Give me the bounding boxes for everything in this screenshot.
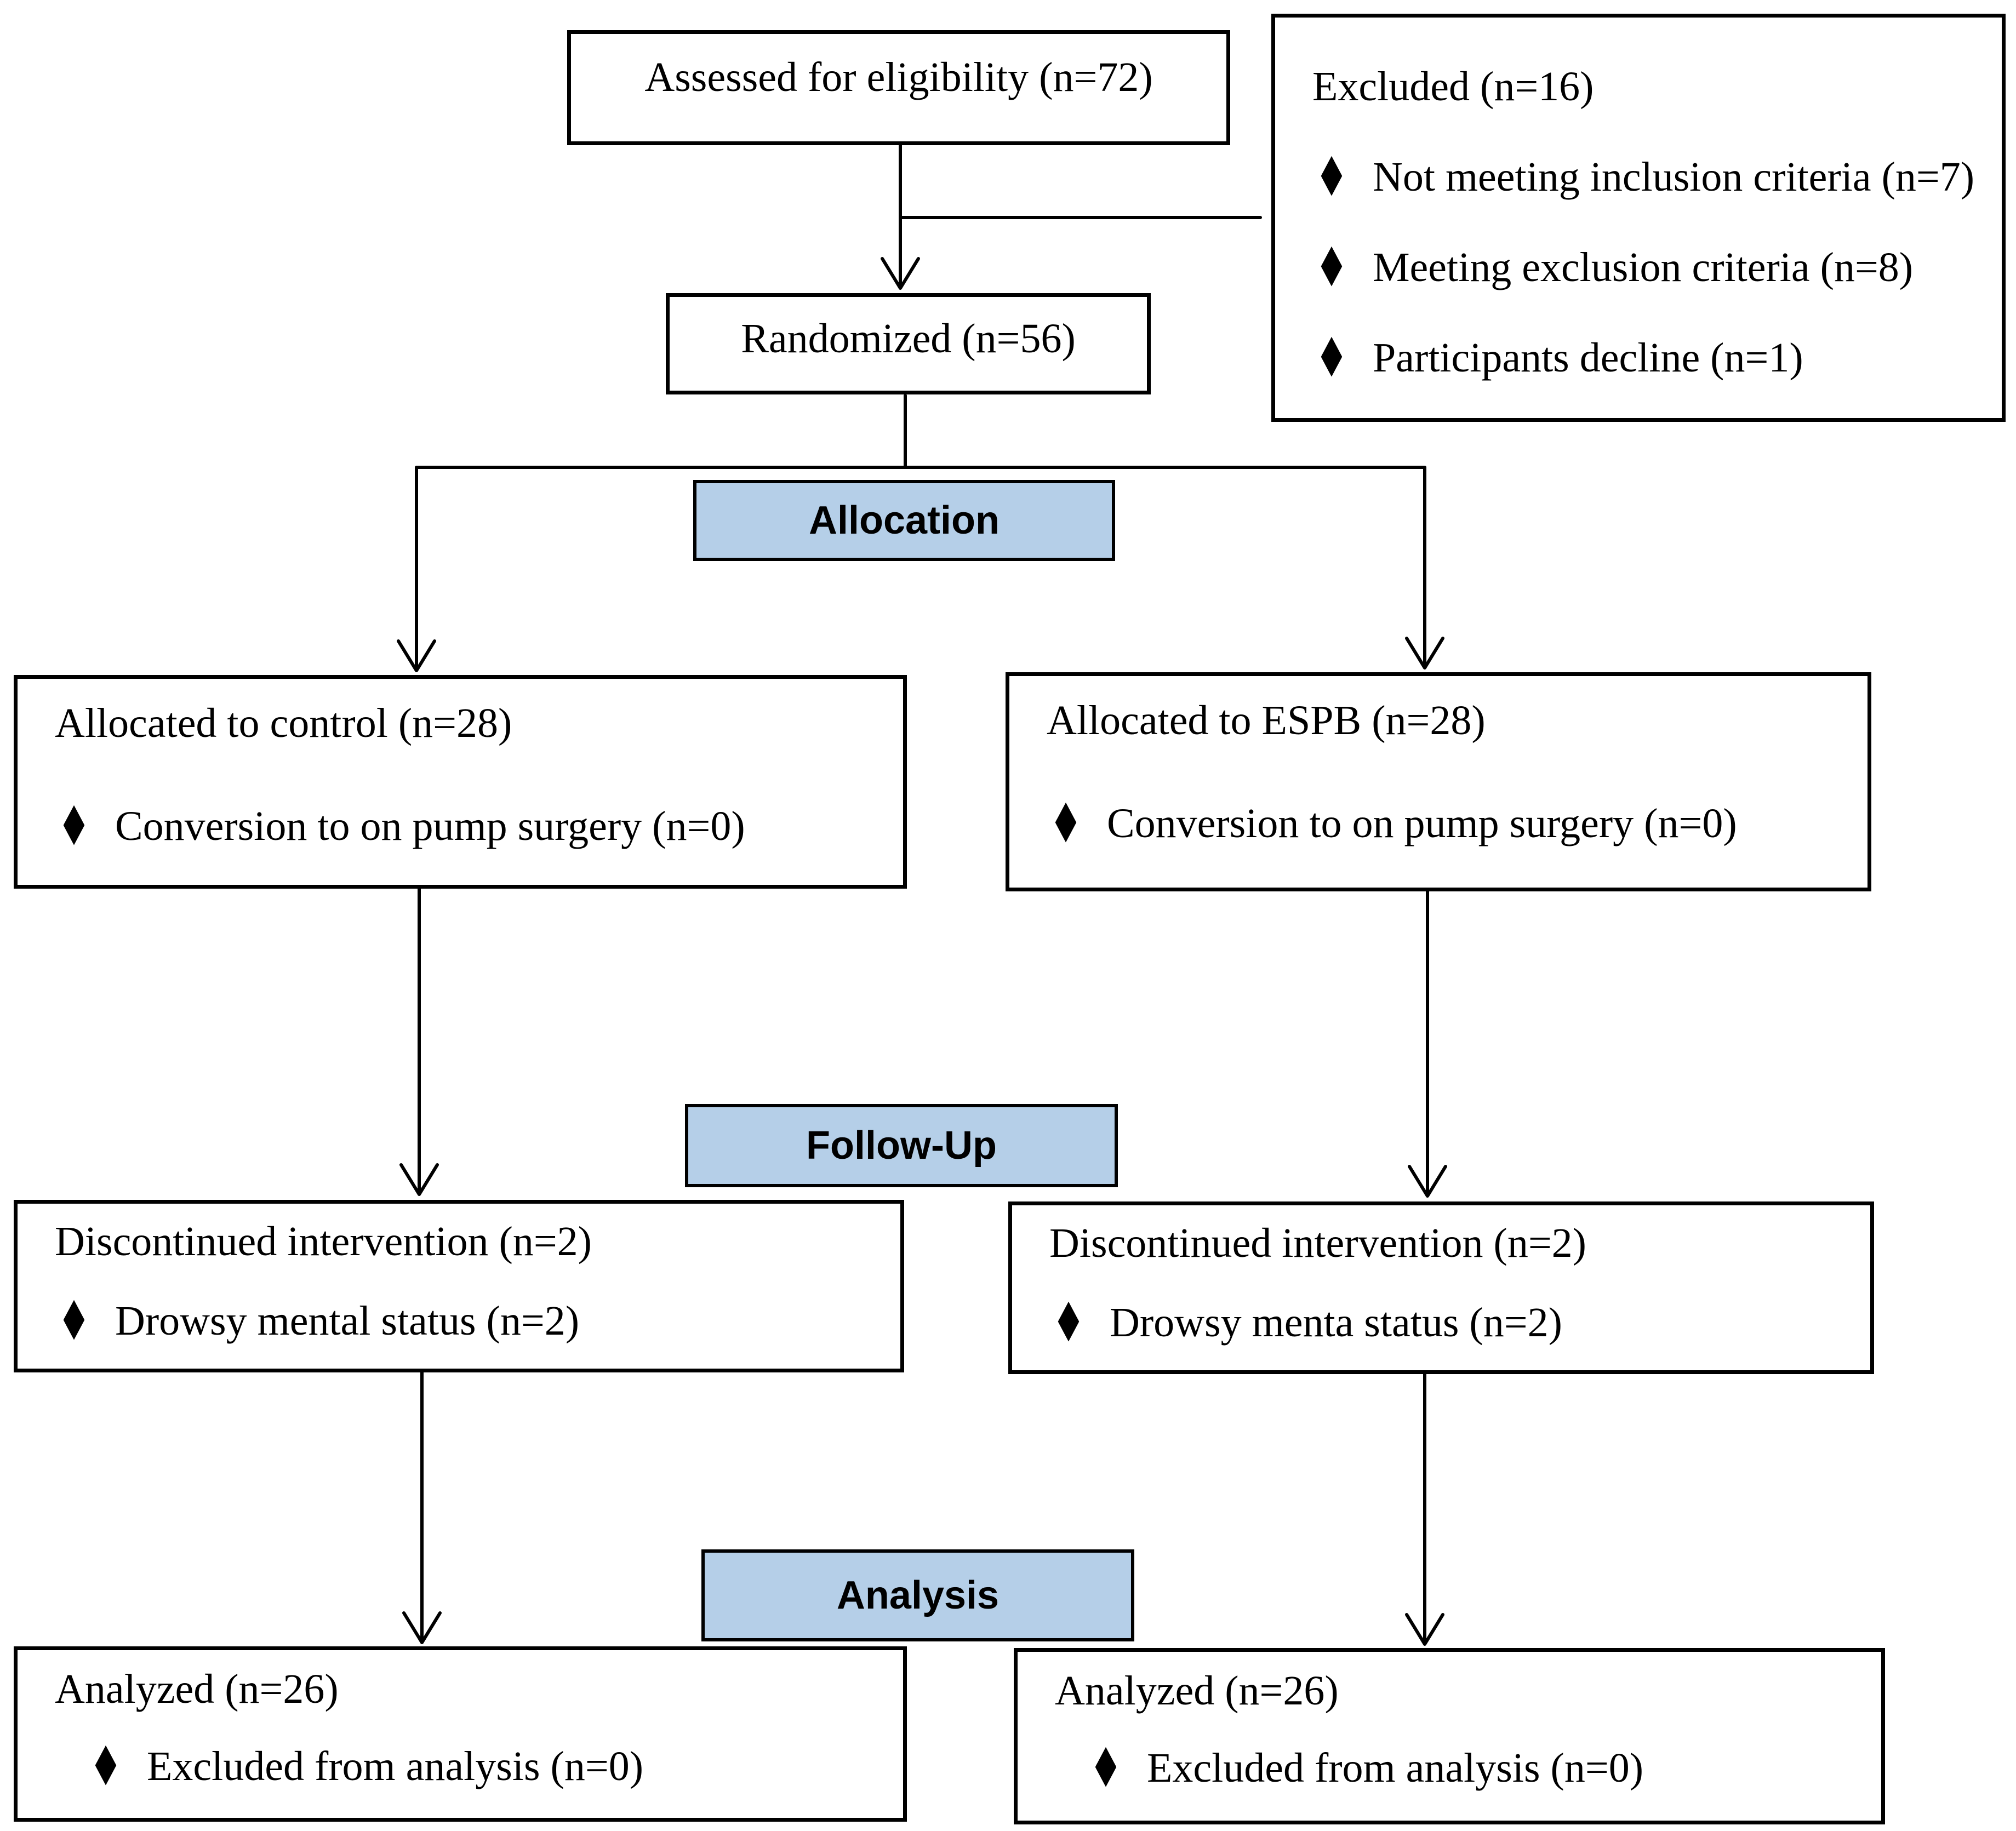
discontinued-espb-box: Discontinued intervention (n=2) ♦ Drowsy… bbox=[1008, 1201, 1874, 1374]
list-item: ♦ Participants decline (n=1) bbox=[1312, 330, 1991, 386]
arrow-split-to-espb-head bbox=[1405, 637, 1444, 670]
box-title: Assessed for eligibility (n=72) bbox=[644, 54, 1153, 100]
bullet-text: Conversion to on pump surgery (n=0) bbox=[1106, 800, 1737, 846]
diamond-bullet-icon: ♦ bbox=[1089, 1736, 1123, 1800]
excluded-box: Excluded (n=16) ♦ Not meeting inclusion … bbox=[1271, 14, 2006, 422]
list-item: ♦ Meeting exclusion criteria (n=8) bbox=[1312, 239, 1991, 296]
arrow-discontinued-to-analyzed-control-head bbox=[402, 1611, 442, 1644]
list-item: ♦ Conversion to on pump surgery (n=0) bbox=[55, 798, 892, 855]
randomized-box: Randomized (n=56) bbox=[666, 293, 1151, 394]
analysis-banner: Analysis bbox=[701, 1549, 1134, 1641]
list-item: ♦ Excluded from analysis (n=0) bbox=[1087, 1740, 1870, 1796]
banner-label: Analysis bbox=[836, 1573, 1000, 1617]
allocation-banner: Allocation bbox=[693, 480, 1115, 561]
bullet-text: Excluded from analysis (n=0) bbox=[1146, 1745, 1643, 1791]
arrow-split-to-control-head bbox=[397, 639, 436, 672]
box-title: Discontinued intervention (n=2) bbox=[1049, 1220, 1586, 1266]
discontinued-control-box: Discontinued intervention (n=2) ♦ Drowsy… bbox=[14, 1200, 904, 1372]
list-item: ♦ Excluded from analysis (n=0) bbox=[87, 1738, 892, 1795]
bullet-text: Drowsy menta status (n=2) bbox=[1109, 1300, 1562, 1346]
diamond-bullet-icon: ♦ bbox=[1315, 326, 1349, 390]
list-item: ♦ Not meeting inclusion criteria (n=7) bbox=[1312, 149, 1991, 205]
bullet-text: Participants decline (n=1) bbox=[1372, 335, 1803, 381]
box-title: Randomized (n=56) bbox=[741, 316, 1076, 362]
bullet-text: Drowsy mental status (n=2) bbox=[115, 1298, 579, 1344]
box-title: Excluded (n=16) bbox=[1312, 64, 1594, 110]
arrow-espb-to-discontinued-head bbox=[1408, 1165, 1447, 1198]
box-title: Analyzed (n=26) bbox=[55, 1666, 339, 1712]
allocated-espb-box: Allocated to ESPB (n=28) ♦ Conversion to… bbox=[1006, 672, 1871, 891]
analyzed-espb-box: Analyzed (n=26) ♦ Excluded from analysis… bbox=[1014, 1648, 1885, 1824]
diamond-bullet-icon: ♦ bbox=[57, 1289, 91, 1353]
diamond-bullet-icon: ♦ bbox=[1049, 792, 1083, 856]
allocated-control-box: Allocated to control (n=28) ♦ Conversion… bbox=[14, 675, 907, 889]
arrow-discontinued-to-analyzed-espb-head bbox=[1405, 1613, 1444, 1646]
analyzed-control-box: Analyzed (n=26) ♦ Excluded from analysis… bbox=[14, 1646, 907, 1822]
bullet-text: Meeting exclusion criteria (n=8) bbox=[1372, 244, 1914, 290]
box-title: Allocated to ESPB (n=28) bbox=[1047, 697, 1486, 743]
box-title: Analyzed (n=26) bbox=[1055, 1668, 1339, 1714]
diamond-bullet-icon: ♦ bbox=[57, 794, 91, 859]
arrow-assessed-to-randomized-head bbox=[881, 257, 920, 290]
diamond-bullet-icon: ♦ bbox=[89, 1735, 123, 1799]
diamond-bullet-icon: ♦ bbox=[1052, 1291, 1086, 1355]
assessed-eligibility-box: Assessed for eligibility (n=72) bbox=[567, 30, 1230, 145]
box-title: Discontinued intervention (n=2) bbox=[55, 1218, 592, 1264]
banner-label: Follow-Up bbox=[806, 1124, 997, 1168]
list-item: ♦ Conversion to on pump surgery (n=0) bbox=[1047, 796, 1857, 852]
diamond-bullet-icon: ♦ bbox=[1315, 145, 1349, 209]
bullet-text: Not meeting inclusion criteria (n=7) bbox=[1372, 154, 1975, 200]
banner-label: Allocation bbox=[808, 499, 1000, 542]
diamond-bullet-icon: ♦ bbox=[1315, 236, 1349, 300]
arrow-control-to-discontinued-head bbox=[399, 1163, 439, 1196]
bullet-text: Conversion to on pump surgery (n=0) bbox=[115, 803, 745, 849]
followup-banner: Follow-Up bbox=[685, 1104, 1118, 1187]
list-item: ♦ Drowsy menta status (n=2) bbox=[1049, 1295, 1859, 1351]
box-title: Allocated to control (n=28) bbox=[55, 700, 512, 746]
list-item: ♦ Drowsy mental status (n=2) bbox=[55, 1293, 889, 1349]
bullet-text: Excluded from analysis (n=0) bbox=[146, 1743, 643, 1789]
